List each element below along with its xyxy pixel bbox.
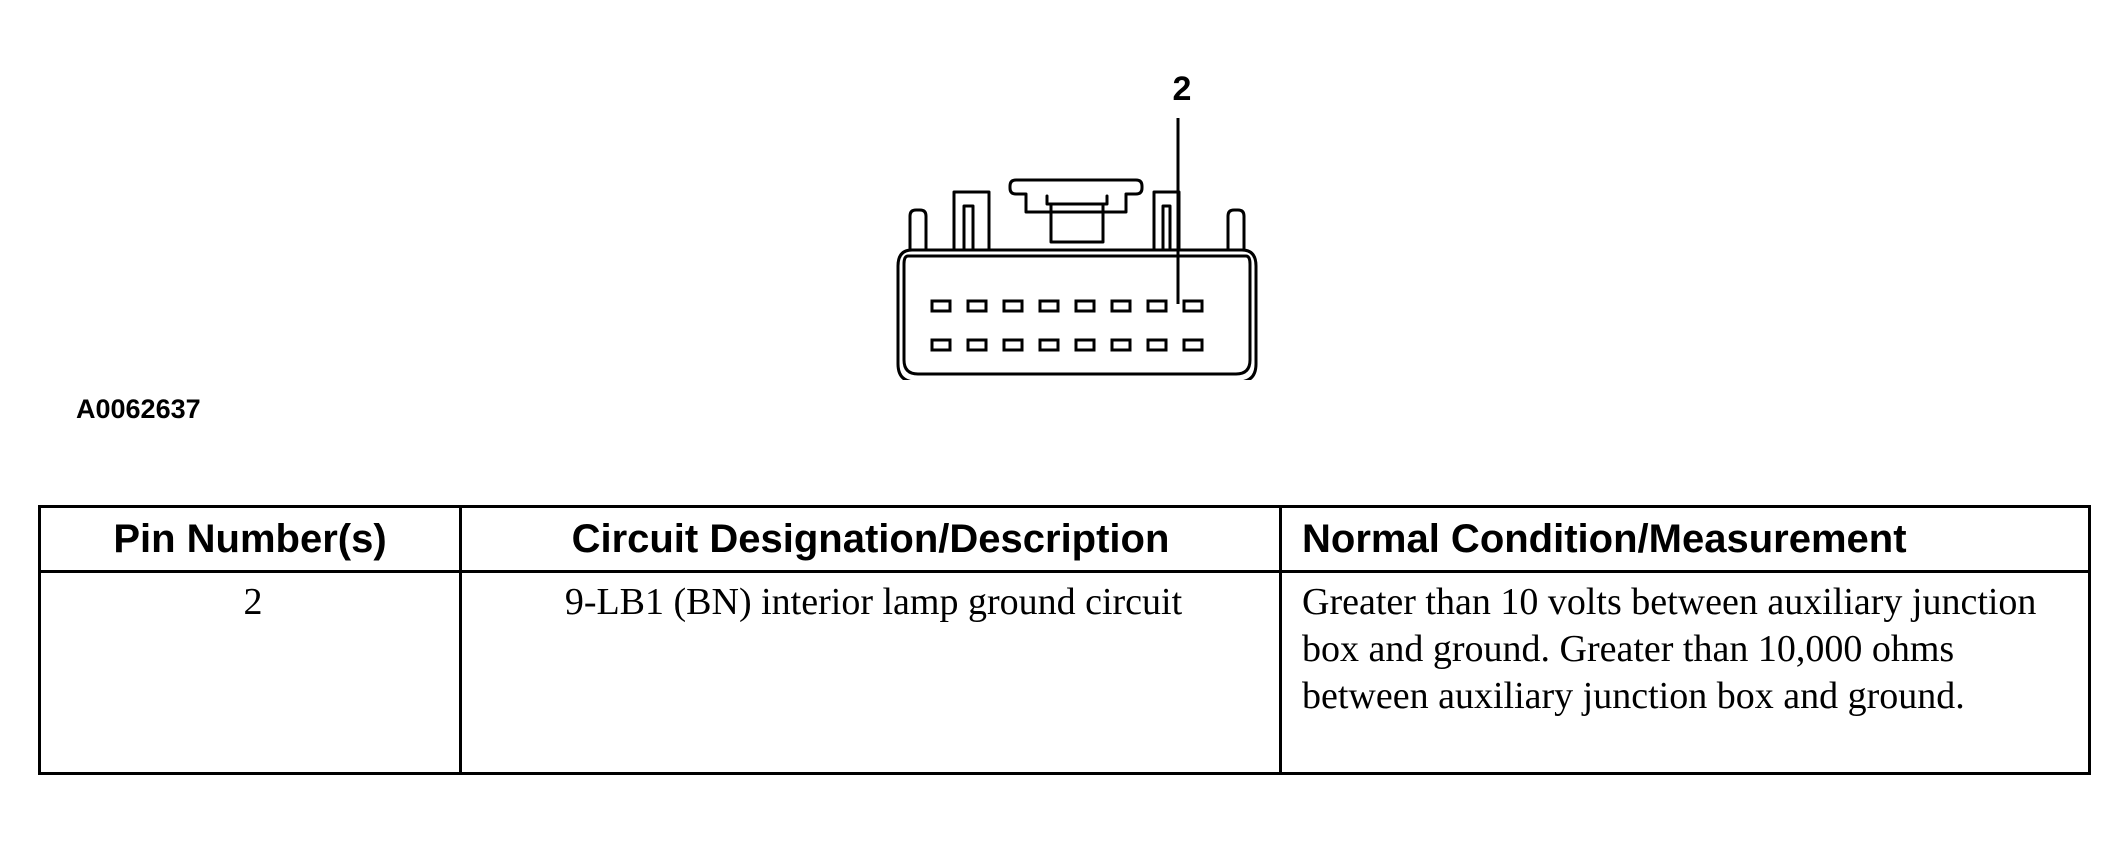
cell-circuit-description: 9-LB1 (BN) interior lamp ground circuit — [459, 570, 1282, 775]
header-normal-condition: Normal Condition/Measurement — [1279, 505, 2091, 573]
connector-left-tower — [952, 190, 991, 252]
table-header-row: Pin Number(s) Circuit Designation/Descri… — [38, 505, 2091, 573]
header-circuit-description: Circuit Designation/Description — [459, 505, 1282, 573]
connector-body — [896, 248, 1258, 380]
cavity-row-1 — [930, 299, 1204, 313]
connector-top-latch — [1008, 178, 1144, 214]
table-row: 2 9-LB1 (BN) interior lamp ground circui… — [38, 570, 2091, 775]
cell-normal-condition: Greater than 10 volts between auxiliary … — [1279, 570, 2091, 775]
cell-pin-number: 2 — [38, 570, 462, 775]
callout-label: 2 — [1173, 70, 1192, 108]
connector-right-tower — [1152, 190, 1181, 252]
figure-id: A0062637 — [76, 394, 201, 424]
cavity-row-2 — [930, 338, 1204, 352]
connector-diagram: 2 — [896, 70, 1258, 380]
pin-table: Pin Number(s) Circuit Designation/Descri… — [38, 505, 2091, 775]
header-pin-number: Pin Number(s) — [38, 505, 462, 573]
